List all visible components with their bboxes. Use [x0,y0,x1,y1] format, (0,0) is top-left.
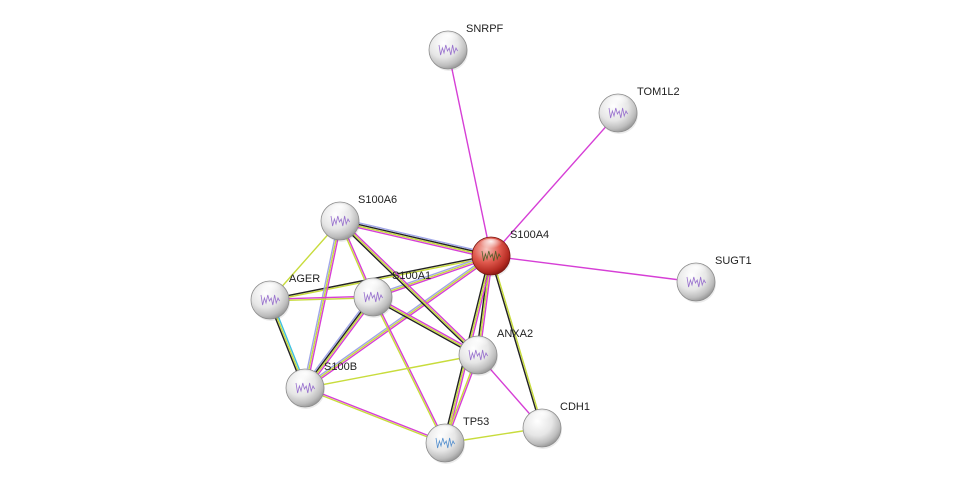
protein-structure-icon [438,44,458,56]
protein-structure-icon [260,294,280,306]
edge-strand-experimental [304,386,446,443]
node-highlight [328,203,352,218]
edge-strand-textmining [372,296,479,356]
edge-strand-coexpression [489,255,542,429]
node-label-tp53: TP53 [463,416,489,428]
edge-strand-textmining [304,220,341,389]
edge-strand-homology [302,219,340,389]
edge-strand-homology [339,217,493,255]
node-label-s100a1: S100A1 [392,270,431,282]
node-label-s100b: S100B [324,361,357,373]
node-tp53[interactable]: TP53 [425,416,489,464]
node-tom1l2[interactable]: TOM1L2 [598,86,680,134]
node-anxa2[interactable]: ANXA2 [458,328,533,376]
node-label-snrpf: SNRPF [466,23,504,35]
node-highlight [433,425,457,440]
edge-s100a4-cdh1[interactable] [489,255,544,429]
edge-s100a4-snrpf[interactable] [447,49,492,257]
node-s100b[interactable]: S100B [285,361,357,409]
node-snrpf[interactable]: SNRPF [428,23,504,71]
edge-s100a4-sugt1[interactable] [490,255,697,283]
edge-strand-experimental [490,255,697,283]
protein-structure-icon [435,437,455,449]
node-s100a4[interactable]: S100A4 [471,229,549,277]
edge-strand-experimental [372,256,493,300]
node-sugt1[interactable]: SUGT1 [676,255,752,303]
edge-strand-experimental [490,112,619,257]
edge-strand-textmining [371,296,445,445]
protein-structure-icon [686,276,706,288]
edge-layer [267,49,697,445]
edge-strand-experimental [373,295,447,444]
protein-structure-icon [608,107,628,119]
node-highlight [530,410,554,425]
edge-s100a4-ager[interactable] [269,254,492,302]
node-label-s100a4: S100A4 [510,229,549,241]
protein-structure-icon [295,382,315,394]
node-s100a1[interactable]: S100A1 [353,270,431,318]
edge-strand-coexpression [371,297,478,358]
edge-strand-textmining [304,388,446,445]
edge-strand-coexpression [269,254,492,300]
protein-structure-icon [330,215,350,227]
protein-structure-icon [363,291,383,303]
edge-s100a6-anxa2[interactable] [338,219,480,357]
edge-strand-coexpression [338,221,478,357]
node-label-sugt1: SUGT1 [715,255,752,267]
node-label-ager: AGER [289,273,320,285]
edge-strand-textmining [269,256,492,302]
node-highlight [258,282,282,297]
node-ager[interactable]: AGER [250,273,320,321]
node-highlight [293,370,317,385]
node-highlight [436,32,460,47]
edge-s100a4-s100a6[interactable] [338,217,493,260]
edge-strand-textmining [372,255,492,298]
node-highlight [466,337,490,352]
protein-structure-icon [481,250,501,262]
protein-structure-icon [468,349,488,361]
node-highlight [479,238,503,253]
node-highlight [684,264,708,279]
node-label-anxa2: ANXA2 [497,328,533,340]
edge-s100a1-anxa2[interactable] [371,294,480,358]
node-cdh1[interactable]: CDH1 [522,401,590,449]
edge-s100b-tp53[interactable] [304,386,446,445]
edge-s100a4-tom1l2[interactable] [490,112,619,257]
edge-s100a1-tp53[interactable] [371,295,447,445]
node-label-tom1l2: TOM1L2 [637,86,680,98]
edge-strand-experimental [340,219,480,355]
edge-strand-experimental [447,49,492,257]
edge-strand-coexpression [339,219,492,256]
edge-strand-textmining [304,354,479,389]
node-highlight [361,279,385,294]
edge-strand-homology [371,253,492,297]
edge-strand-experimental [305,256,493,391]
edge-strand-textmining [491,255,544,429]
node-label-cdh1: CDH1 [560,401,590,413]
edge-strand-textmining [339,220,479,356]
edge-s100b-anxa2[interactable] [304,354,479,389]
node-highlight [606,95,630,110]
node-label-s100a6: S100A6 [358,194,397,206]
edge-strand-experimental [305,220,343,390]
edge-s100a4-s100a1[interactable] [371,253,493,300]
edge-s100a6-s100b[interactable] [302,219,343,390]
edge-strand-homology [303,253,491,388]
node-s100a6[interactable]: S100A6 [320,194,397,242]
edge-strand-textmining [339,221,492,258]
edge-strand-experimental [338,222,492,260]
edge-strand-textmining [304,255,492,389]
edge-strand-experimental [373,294,480,355]
edge-s100a4-s100b[interactable] [303,253,493,391]
